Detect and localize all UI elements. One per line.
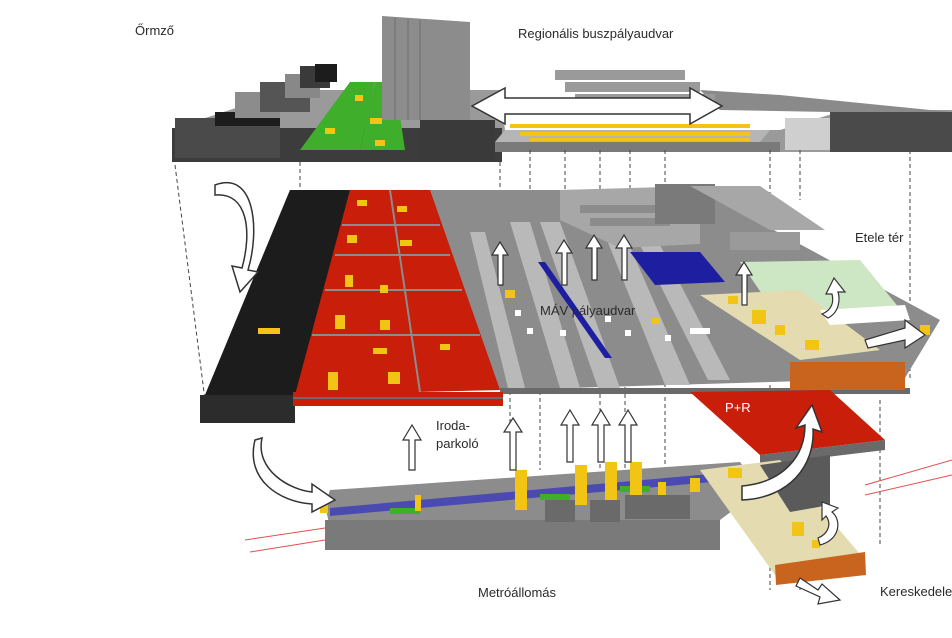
label-pr-right: P+R (725, 400, 751, 415)
top-slab-front-right (495, 142, 780, 152)
bus-flow-arrow (472, 88, 722, 124)
label-mav: MÁV pályaudvar (540, 303, 635, 318)
label-metro: Metróállomás (478, 585, 556, 600)
park-yellow-2 (370, 118, 382, 124)
label-office-parking-1: Iroda- (436, 418, 470, 433)
mid-slab-front (200, 395, 295, 423)
park-yellow-3 (355, 95, 363, 101)
metro-slab-front (325, 520, 720, 550)
right-building-light (785, 118, 830, 150)
label-commerce: Kereskedelem (880, 584, 952, 599)
park-yellow-4 (375, 140, 385, 146)
mid-orange-front (790, 362, 905, 390)
right-building (830, 112, 952, 152)
curved-arrow-into-metro (253, 438, 335, 512)
commercial-exit-arrow (796, 578, 840, 604)
right-pr-slab (690, 390, 885, 465)
label-ormzo: Őrmző (135, 23, 174, 38)
label-office-parking-2: parkoló (436, 436, 479, 451)
curved-arrow-down-left (215, 183, 258, 292)
park-yellow-1 (325, 128, 335, 134)
label-pr-left: P+R (298, 430, 324, 445)
label-etele: Etele tér (855, 230, 903, 245)
label-bus-station: Regionális buszpályaudvar (518, 26, 673, 41)
